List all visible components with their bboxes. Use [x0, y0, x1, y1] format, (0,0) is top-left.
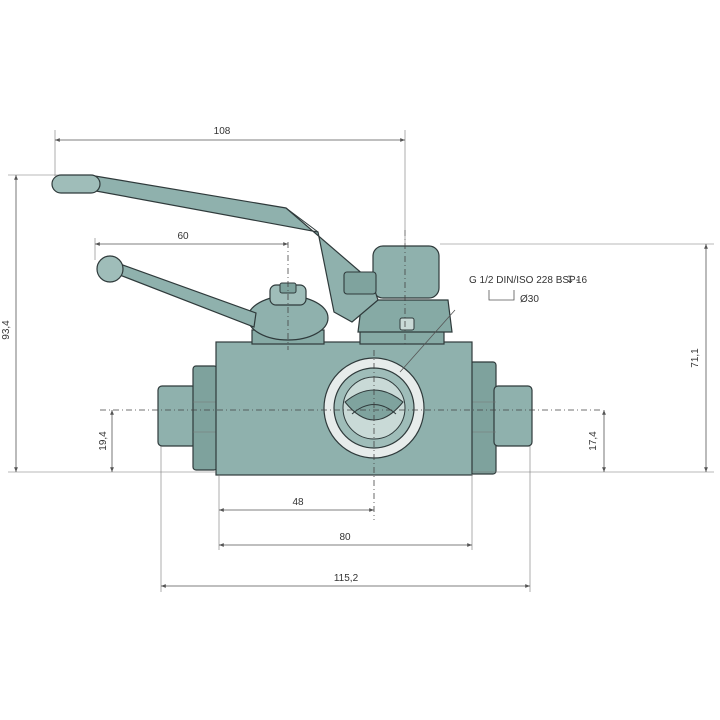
callout-diameter: Ø30	[520, 294, 539, 305]
dim-label-48: 48	[292, 497, 304, 508]
dim-label-60: 60	[177, 231, 189, 242]
large-lever-grip	[51, 174, 101, 194]
callout-leader	[399, 309, 456, 373]
dim-label-71-1: 71,1	[690, 348, 701, 368]
left-fitting-nut	[157, 385, 197, 447]
right-fitting-hex	[469, 361, 497, 475]
callout-thread-spec: G 1/2 DIN/ISO 228 BSP-	[469, 275, 579, 286]
small-lever-arm	[110, 263, 257, 328]
dim-label-93-4: 93,4	[1, 320, 12, 340]
dim-label-17-4: 17,4	[588, 431, 599, 451]
callout-counterbore-symbol	[488, 290, 515, 301]
thread-callout: G 1/2 DIN/ISO 228 BSP- ↧ 16 Ø30	[399, 275, 588, 373]
right-stem-cap	[372, 245, 440, 299]
valve-body-group	[51, 174, 533, 476]
callout-depth-symbol: ↧	[566, 275, 574, 286]
large-lever-clamp	[343, 271, 377, 295]
dim-label-80: 80	[339, 532, 351, 543]
callout-depth-value: 16	[576, 275, 588, 286]
dimensions: 108 60 93,4 71,1 19,4 17,4 48 80	[1, 126, 714, 592]
left-fitting-hex	[192, 365, 218, 471]
right-stem-set-screw	[399, 317, 415, 331]
dim-label-115-2: 115,2	[334, 573, 359, 584]
large-lever-bend	[285, 207, 319, 233]
small-lever-knob	[96, 255, 124, 283]
dim-label-108: 108	[214, 126, 231, 137]
large-lever-arm	[69, 175, 379, 323]
right-stem-flange	[357, 299, 453, 333]
dim-label-19-4: 19,4	[98, 431, 109, 451]
center-lines	[100, 230, 600, 520]
right-fitting-nut	[493, 385, 533, 447]
